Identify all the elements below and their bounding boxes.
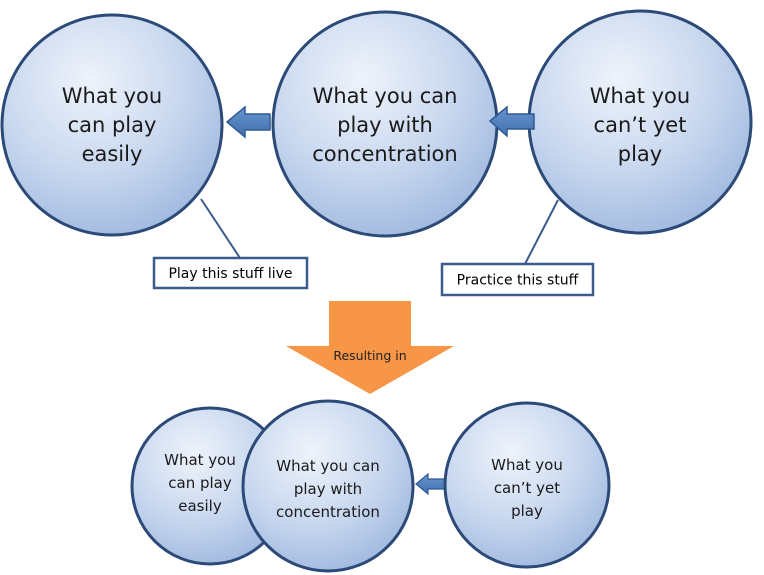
callout-practice: Practice this stuff bbox=[440, 262, 595, 297]
bottom-circle-easy-line2: can play bbox=[168, 474, 232, 492]
top-circle-cant-line1: What you bbox=[590, 84, 690, 108]
top-circle-easy-line3: easily bbox=[82, 142, 143, 166]
top-circle-concentration: What you can play with concentration bbox=[271, 10, 499, 238]
bottom-circle-concentration-line3: concentration bbox=[276, 503, 380, 521]
bottom-circle-cant-line2: can’t yet bbox=[494, 479, 560, 497]
top-circle-cant-line2: can’t yet bbox=[594, 113, 687, 137]
bottom-circle-cant: What you can’t yet play bbox=[443, 401, 611, 569]
top-circle-easy-line1: What you bbox=[62, 84, 162, 108]
bottom-circle-easy-line1: What you bbox=[164, 451, 236, 469]
callout-play-live: Play this stuff live bbox=[152, 256, 309, 290]
resulting-in-label: Resulting in bbox=[333, 348, 406, 363]
bottom-circle-concentration-line2: play with bbox=[294, 480, 362, 498]
top-circle-cant-line3: play bbox=[618, 142, 662, 166]
top-circle-concentration-line1: What you can bbox=[313, 84, 458, 108]
top-circle-concentration-line3: concentration bbox=[312, 142, 457, 166]
bottom-circle-concentration-line1: What you can bbox=[276, 457, 379, 475]
connector-line-easy bbox=[200, 198, 241, 259]
arrow-left-icon bbox=[415, 472, 449, 496]
bottom-circle-easy-line3: easily bbox=[178, 497, 222, 515]
bottom-circle-cant-line3: play bbox=[511, 502, 543, 520]
bottom-circle-concentration: What you can play with concentration bbox=[241, 399, 415, 573]
connector-line-practice bbox=[524, 199, 559, 265]
callout-play-live-text: Play this stuff live bbox=[168, 266, 292, 282]
bottom-circle-cant-line1: What you bbox=[491, 456, 563, 474]
top-circle-concentration-line2: play with bbox=[337, 113, 433, 137]
arrow-down-icon bbox=[286, 301, 454, 394]
top-circle-easy-line2: can play bbox=[68, 113, 157, 137]
callout-practice-text: Practice this stuff bbox=[457, 273, 579, 289]
arrow-left-icon bbox=[488, 105, 535, 138]
resulting-in-arrow: Resulting in bbox=[286, 301, 454, 394]
arrow-left-icon bbox=[225, 105, 271, 139]
top-circle-cant: What you can’t yet play bbox=[527, 9, 753, 235]
top-circle-easy: What you can play easily bbox=[0, 13, 224, 237]
